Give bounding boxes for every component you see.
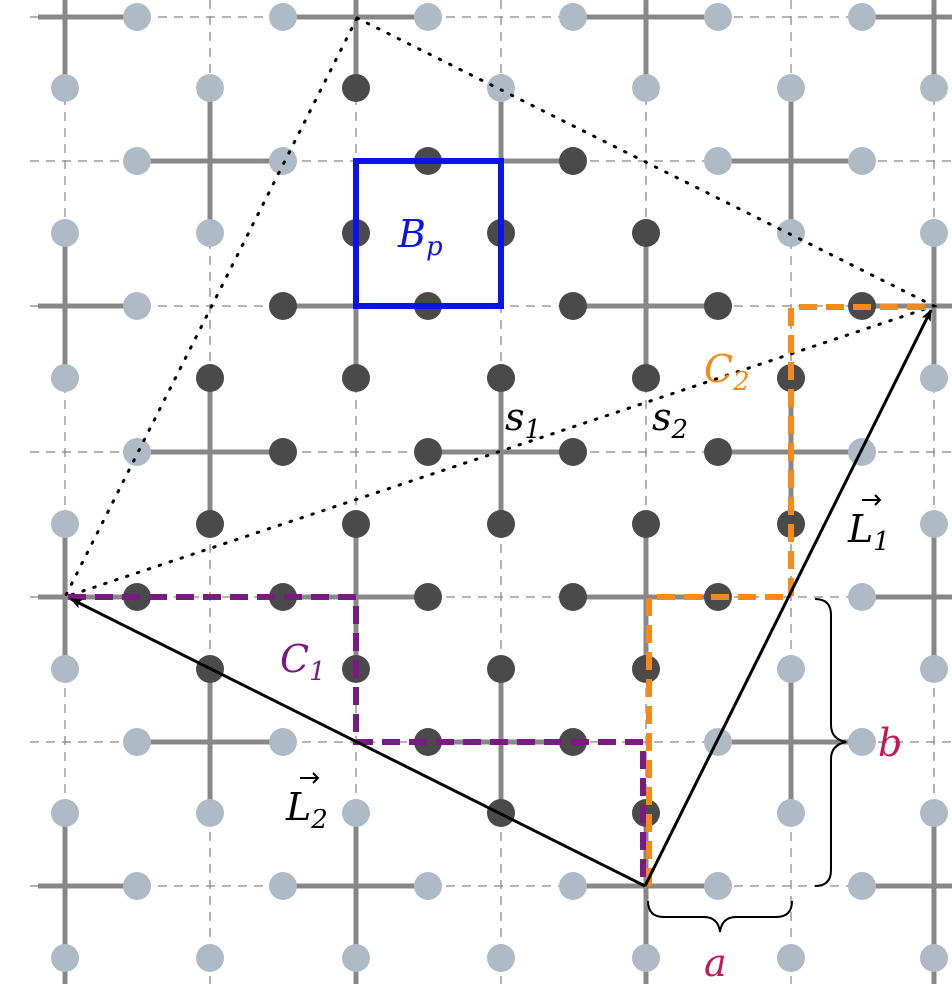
site-node bbox=[51, 219, 79, 247]
site-node-active bbox=[342, 510, 370, 538]
site-s2-label: s2 bbox=[652, 395, 688, 445]
plaquette-label: Bp bbox=[397, 212, 443, 262]
site-node-active bbox=[559, 147, 587, 175]
site-node bbox=[704, 872, 732, 900]
site-node bbox=[196, 944, 224, 972]
height-label: b bbox=[878, 721, 902, 765]
site-node bbox=[51, 655, 79, 683]
site-node bbox=[559, 872, 587, 900]
site-node bbox=[920, 799, 948, 827]
site-node bbox=[123, 438, 151, 466]
site-node bbox=[848, 3, 876, 31]
site-node bbox=[920, 655, 948, 683]
site-node-active bbox=[414, 728, 442, 756]
site-node bbox=[920, 74, 948, 102]
site-node bbox=[269, 728, 297, 756]
site-node bbox=[848, 872, 876, 900]
site-node bbox=[196, 799, 224, 827]
site-node bbox=[920, 510, 948, 538]
site-node-active bbox=[559, 292, 587, 320]
site-node bbox=[51, 799, 79, 827]
site-s1-label: s1 bbox=[505, 395, 541, 445]
site-node bbox=[920, 364, 948, 392]
site-node bbox=[777, 944, 805, 972]
site-node bbox=[704, 147, 732, 175]
site-node-active bbox=[196, 510, 224, 538]
site-node bbox=[196, 74, 224, 102]
contour-c2-label: C2 bbox=[704, 347, 750, 397]
site-node bbox=[123, 147, 151, 175]
site-node bbox=[777, 655, 805, 683]
site-node bbox=[920, 219, 948, 247]
site-node bbox=[777, 74, 805, 102]
lattice-bonds bbox=[38, 0, 952, 984]
height-brace bbox=[814, 598, 847, 887]
site-node bbox=[123, 728, 151, 756]
site-node-active bbox=[632, 364, 660, 392]
vector-l2-arrow bbox=[70, 597, 646, 888]
site-node-active bbox=[269, 583, 297, 611]
site-node-active bbox=[487, 510, 515, 538]
vector-l1-arrow bbox=[643, 309, 933, 887]
site-node-active bbox=[632, 510, 660, 538]
site-node bbox=[632, 74, 660, 102]
site-node bbox=[777, 799, 805, 827]
site-node bbox=[269, 3, 297, 31]
site-node bbox=[704, 3, 732, 31]
site-node bbox=[848, 583, 876, 611]
site-node bbox=[269, 147, 297, 175]
site-node bbox=[342, 944, 370, 972]
plaquette-box bbox=[353, 158, 504, 309]
site-node bbox=[342, 799, 370, 827]
vector-l1-overarrow bbox=[862, 494, 882, 506]
contour-c2 bbox=[646, 304, 928, 886]
site-node-active bbox=[559, 583, 587, 611]
site-node-active bbox=[704, 438, 732, 466]
unit-cell-boundary bbox=[62, 15, 938, 600]
site-node-active bbox=[342, 364, 370, 392]
vector-l1-label: L1 bbox=[847, 507, 890, 557]
vector-l2-label: L2 bbox=[285, 785, 328, 835]
width-brace bbox=[647, 900, 793, 933]
site-node bbox=[848, 728, 876, 756]
site-node-active bbox=[342, 74, 370, 102]
site-node bbox=[51, 74, 79, 102]
site-node bbox=[269, 872, 297, 900]
vector-l2-overarrow bbox=[300, 772, 320, 784]
site-node bbox=[196, 219, 224, 247]
width-label: a bbox=[704, 941, 727, 984]
site-node-active bbox=[704, 292, 732, 320]
site-node bbox=[920, 944, 948, 972]
site-node-active bbox=[632, 219, 660, 247]
site-node-active bbox=[269, 292, 297, 320]
dashed-grid bbox=[30, 0, 952, 984]
site-node bbox=[632, 944, 660, 972]
site-node bbox=[848, 147, 876, 175]
lattice-sites bbox=[51, 3, 948, 972]
site-node bbox=[51, 364, 79, 392]
site-node bbox=[559, 3, 587, 31]
site-node bbox=[51, 944, 79, 972]
site-node bbox=[487, 944, 515, 972]
site-node bbox=[414, 3, 442, 31]
site-node bbox=[123, 3, 151, 31]
site-node bbox=[414, 872, 442, 900]
site-node-active bbox=[487, 655, 515, 683]
site-node-active bbox=[196, 364, 224, 392]
site-node bbox=[123, 872, 151, 900]
site-node bbox=[123, 292, 151, 320]
site-node bbox=[51, 510, 79, 538]
contour-c1-label: C1 bbox=[280, 637, 326, 687]
site-node bbox=[487, 74, 515, 102]
site-node-active bbox=[559, 438, 587, 466]
site-node-active bbox=[414, 583, 442, 611]
site-node-active bbox=[414, 438, 442, 466]
site-node-active bbox=[269, 438, 297, 466]
site-node-active bbox=[487, 364, 515, 392]
